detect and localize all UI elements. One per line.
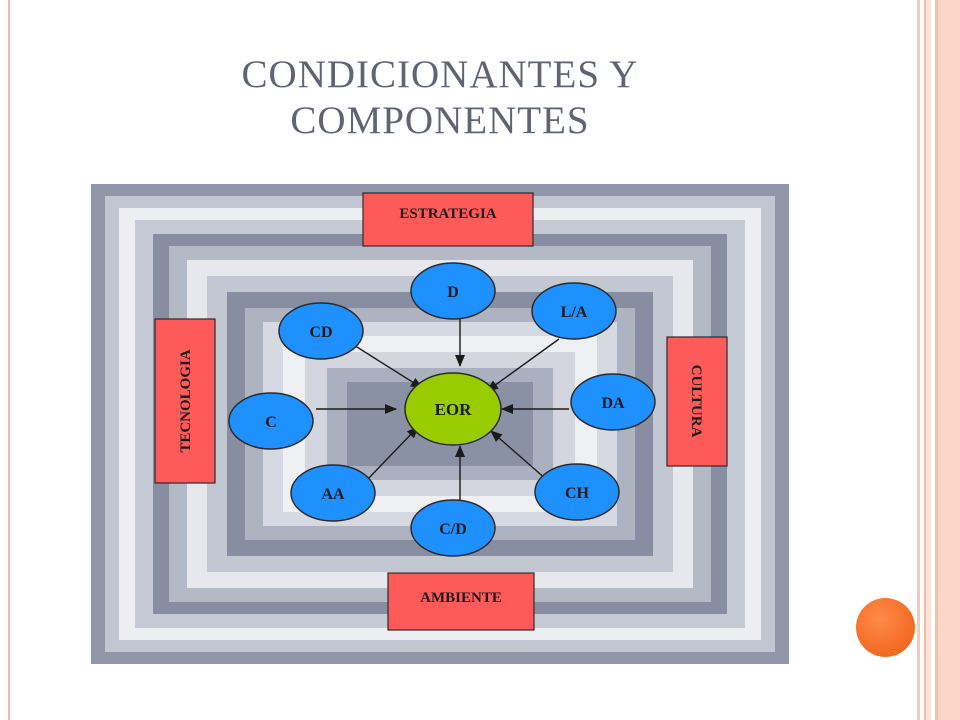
condition-left: TECNOLOGIA xyxy=(154,318,216,484)
diagram: EOR D L/A DA CH C/D xyxy=(91,184,789,664)
component-la: L/A xyxy=(531,282,617,340)
condition-top: ESTRATEGIA xyxy=(362,192,534,247)
component-c-label: C xyxy=(265,414,277,431)
slide-right-decoration xyxy=(917,0,960,720)
component-cd2: C/D xyxy=(410,499,496,557)
component-cd-label: CD xyxy=(309,324,332,341)
component-nodes: D L/A DA CH C/D AA xyxy=(228,262,656,557)
condition-left-label: TECNOLOGIA xyxy=(178,349,194,453)
component-d-label: D xyxy=(447,284,459,301)
eor-label: EOR xyxy=(435,400,473,419)
slide-title: CONDICIONANTES Y COMPONENTES xyxy=(150,52,730,144)
title-line-1: CONDICIONANTES Y xyxy=(241,53,639,96)
condition-boxes: ESTRATEGIA AMBIENTE TECNOLOGIA CULTURA xyxy=(154,192,728,631)
component-cd2-label: C/D xyxy=(439,521,467,538)
component-da-label: DA xyxy=(601,395,625,412)
component-da: DA xyxy=(570,373,656,431)
component-c: C xyxy=(228,392,314,450)
component-aa: AA xyxy=(290,464,376,522)
condition-top-label: ESTRATEGIA xyxy=(399,206,496,222)
condition-right-label: CULTURA xyxy=(688,365,704,438)
condition-bottom: AMBIENTE xyxy=(387,572,535,631)
component-cd: CD xyxy=(278,302,364,360)
arrow-la-to-eor xyxy=(486,338,560,392)
orange-circle-decoration xyxy=(856,598,915,657)
component-d: D xyxy=(410,262,496,320)
arrow-cd-to-eor xyxy=(348,341,423,389)
arrow-aa-to-eor xyxy=(365,426,419,482)
slide-left-border xyxy=(0,0,10,720)
component-aa-label: AA xyxy=(321,486,345,503)
eor-node: EOR xyxy=(404,372,502,446)
component-ch: CH xyxy=(534,463,620,521)
arrows xyxy=(316,314,569,500)
component-ch-label: CH xyxy=(565,485,590,502)
diagram-canvas: EOR D L/A DA CH C/D xyxy=(91,184,789,664)
condition-right: CULTURA xyxy=(666,336,728,467)
component-la-label: L/A xyxy=(561,304,588,321)
title-line-2: COMPONENTES xyxy=(290,99,590,142)
arrow-ch-to-eor xyxy=(490,430,548,481)
condition-bottom-label: AMBIENTE xyxy=(420,590,502,606)
